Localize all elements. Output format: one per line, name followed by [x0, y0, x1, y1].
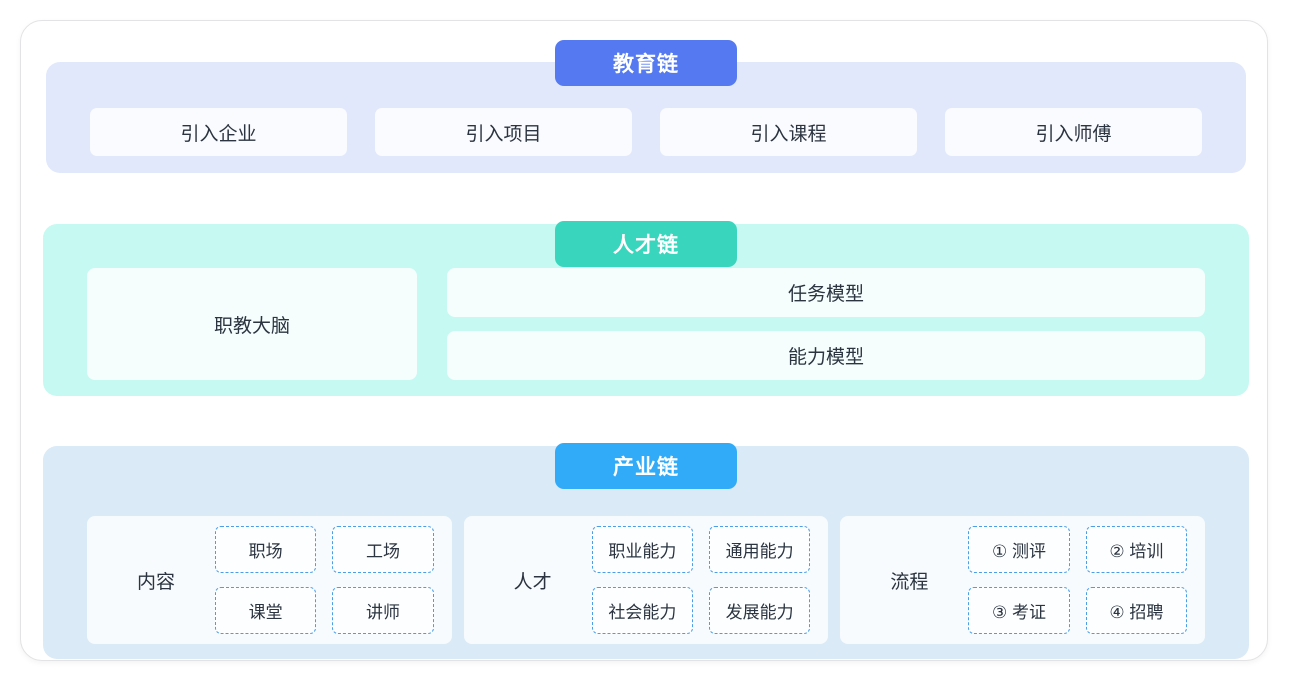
talent-content-row: 职教大脑 任务模型 能力模型 — [87, 268, 1205, 380]
education-item-introduce-course[interactable]: 引入课程 — [660, 108, 917, 156]
industry-tag-lecturer[interactable]: 讲师 — [332, 587, 434, 634]
education-item-introduce-mentor[interactable]: 引入师傅 — [945, 108, 1202, 156]
industry-group-label-process: 流程 — [890, 571, 929, 593]
talent-item-task-model[interactable]: 任务模型 — [447, 268, 1205, 317]
industry-tag-vocational-ability[interactable]: 职业能力 — [591, 526, 693, 573]
diagram-card: 教育链 引入企业 引入项目 引入课程 引入师傅 人才链 职教大脑 任务模型 能力… — [20, 20, 1268, 661]
industry-tag-grid-talent: 职业能力 通用能力 社会能力 发展能力 — [588, 516, 815, 644]
industry-tag-grid-content: 职场 工场 课堂 讲师 — [211, 516, 438, 644]
industry-chain-title: 产业链 — [555, 443, 737, 489]
industry-group-content: 内容 职场 工场 课堂 讲师 — [87, 516, 452, 644]
industry-tag-social-ability[interactable]: 社会能力 — [591, 587, 693, 634]
industry-tag-recruitment[interactable]: ④ 招聘 — [1085, 587, 1188, 634]
industry-tag-workplace[interactable]: 职场 — [215, 526, 317, 573]
talent-chain-title: 人才链 — [555, 221, 737, 267]
industry-tag-certification[interactable]: ③ 考证 — [968, 587, 1070, 634]
industry-chain-section: 产业链 内容 职场 工场 课堂 讲师 人才 职业能力 通用能力 社会能力 发展能… — [43, 443, 1249, 659]
industry-tag-grid-process: ① 测评 ② 培训 ③ 考证 ④ 招聘 — [964, 516, 1191, 644]
industry-tag-training[interactable]: ② 培训 — [1085, 526, 1188, 573]
industry-group-label-talent: 人才 — [513, 571, 552, 593]
education-chain-section: 教育链 引入企业 引入项目 引入课程 引入师傅 — [46, 40, 1246, 173]
industry-group-label-content: 内容 — [136, 571, 175, 593]
talent-chain-section: 人才链 职教大脑 任务模型 能力模型 — [43, 221, 1249, 396]
industry-group-talent: 人才 职业能力 通用能力 社会能力 发展能力 — [463, 516, 829, 644]
education-item-row: 引入企业 引入项目 引入课程 引入师傅 — [46, 108, 1246, 156]
industry-group-row: 内容 职场 工场 课堂 讲师 人才 职业能力 通用能力 社会能力 发展能力 — [87, 516, 1206, 644]
education-chain-title: 教育链 — [555, 40, 737, 86]
industry-tag-factory[interactable]: 工场 — [332, 526, 434, 573]
industry-tag-classroom[interactable]: 课堂 — [215, 587, 317, 634]
industry-tag-development-ability[interactable]: 发展能力 — [709, 587, 811, 634]
talent-item-vocational-brain[interactable]: 职教大脑 — [87, 268, 417, 380]
education-item-introduce-enterprise[interactable]: 引入企业 — [90, 108, 347, 156]
talent-model-column: 任务模型 能力模型 — [447, 268, 1205, 380]
education-item-introduce-project[interactable]: 引入项目 — [375, 108, 632, 156]
industry-tag-assessment[interactable]: ① 测评 — [968, 526, 1070, 573]
industry-tag-general-ability[interactable]: 通用能力 — [709, 526, 811, 573]
talent-item-capability-model[interactable]: 能力模型 — [447, 331, 1205, 380]
industry-group-process: 流程 ① 测评 ② 培训 ③ 考证 ④ 招聘 — [840, 516, 1206, 644]
